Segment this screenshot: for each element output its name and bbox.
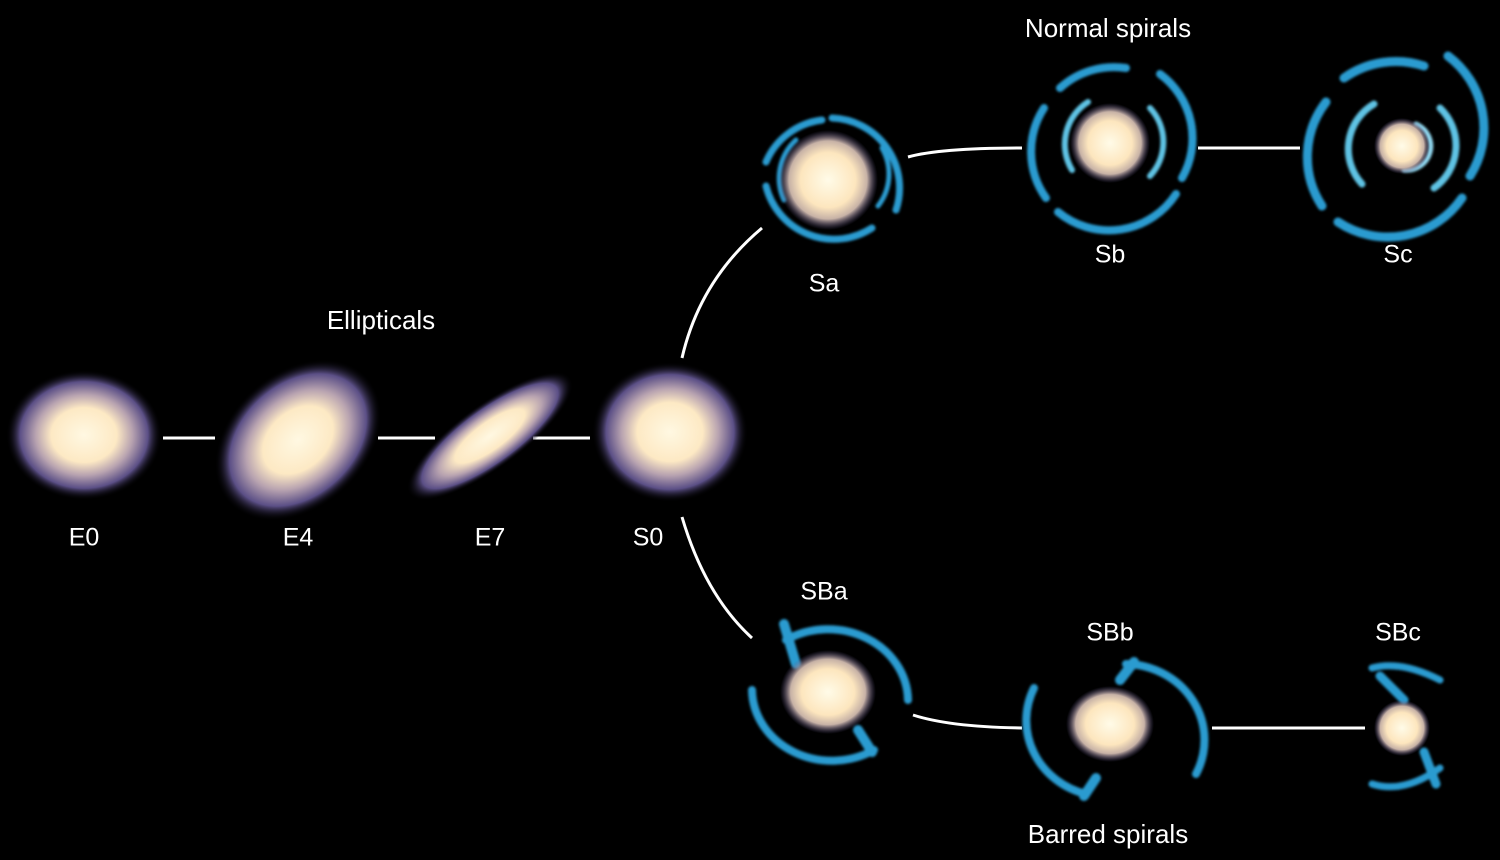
galaxy-sba bbox=[748, 619, 912, 765]
label-sa: Sa bbox=[808, 269, 840, 298]
galaxy-sbb bbox=[1022, 657, 1209, 801]
label-sc: Sc bbox=[1383, 240, 1413, 269]
connectors bbox=[163, 146, 1365, 730]
galaxy-sb bbox=[1027, 63, 1197, 235]
connector-sba-sbb bbox=[912, 713, 1023, 730]
connector-sa-sb bbox=[907, 146, 1023, 159]
label-s0: S0 bbox=[632, 523, 664, 552]
label-e7: E7 bbox=[474, 523, 506, 552]
label-sba: SBa bbox=[800, 577, 848, 606]
barred-spirals-group-label: Barred spirals bbox=[1027, 819, 1189, 849]
label-sbc: SBc bbox=[1375, 618, 1421, 647]
label-sb: Sb bbox=[1094, 240, 1126, 269]
normal-spirals-group-label: Normal spirals bbox=[1024, 13, 1192, 43]
galaxy-sbc bbox=[1368, 662, 1444, 791]
label-sbb: SBb bbox=[1086, 618, 1134, 647]
label-e4: E4 bbox=[282, 523, 314, 552]
galaxy-sc bbox=[1302, 51, 1489, 242]
galaxy-e7 bbox=[406, 371, 574, 501]
ellipticals-group-label: Ellipticals bbox=[326, 305, 436, 335]
connector-s0-sa bbox=[680, 226, 763, 359]
galaxy-s0 bbox=[592, 362, 748, 502]
galaxy-e0 bbox=[6, 370, 162, 500]
connector-s0-sba bbox=[680, 516, 754, 640]
galaxy-e4 bbox=[214, 359, 382, 521]
label-e0: E0 bbox=[68, 523, 100, 552]
galaxy-sa bbox=[762, 114, 904, 243]
